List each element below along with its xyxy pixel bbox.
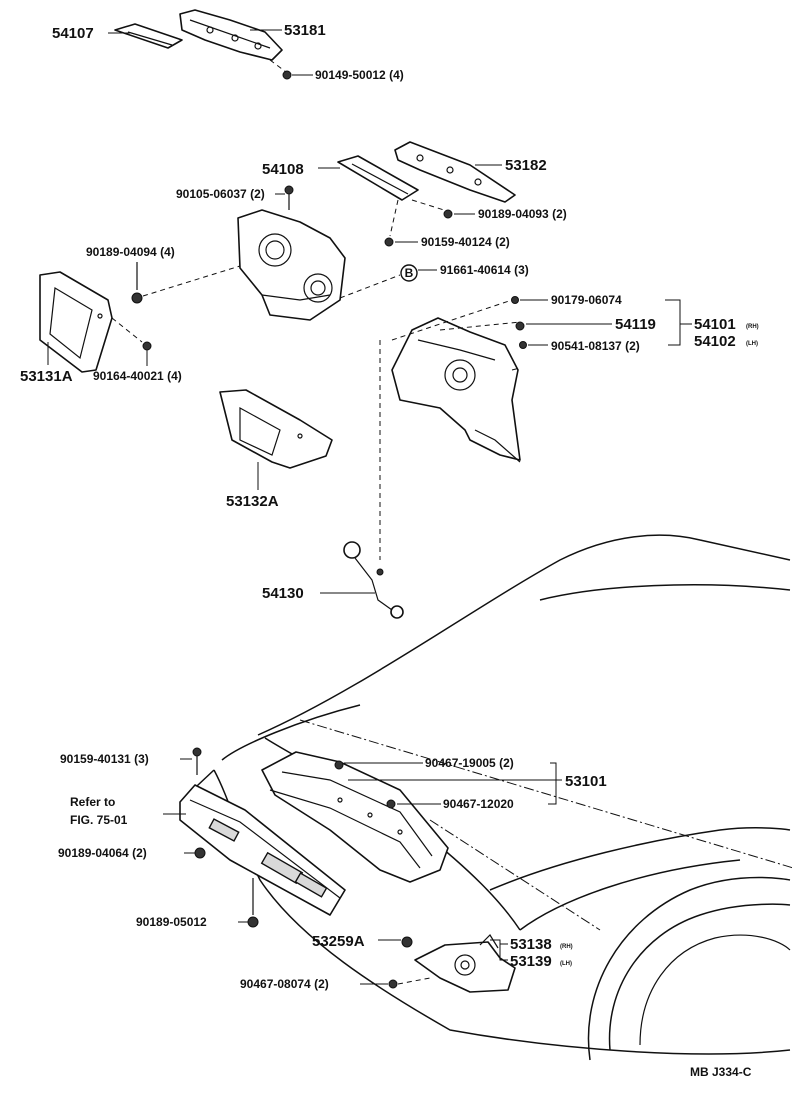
svg-text:B: B	[405, 266, 414, 280]
label-53138: 53138	[510, 936, 552, 953]
hood-lock-53138	[414, 934, 516, 993]
label-90164-40021: 90164-40021 (4)	[93, 369, 182, 383]
hood-seal-54107	[114, 23, 183, 49]
clip-90467-19005	[334, 760, 344, 770]
bolt-90164-40021	[142, 341, 152, 351]
label-90179-06074: 90179-06074	[551, 293, 622, 307]
footer-code: MB J334-C	[690, 1065, 752, 1079]
nut-90179-06074	[511, 296, 519, 304]
label-53132a: 53132A	[226, 493, 279, 510]
label-54101-suffix: (RH)	[746, 324, 759, 330]
label-54102-suffix: (LH)	[746, 341, 758, 347]
label-53181: 53181	[284, 22, 326, 39]
label-fig-75-01: FIG. 75-01	[70, 813, 128, 827]
label-90189-04064: 90189-04064 (2)	[58, 846, 147, 860]
label-90159-40131: 90159-40131 (3)	[60, 752, 149, 766]
headlamp-housing-center	[237, 209, 346, 321]
bolt-90159-40131	[192, 747, 202, 775]
nut-90189-04094	[131, 262, 143, 304]
radiator-support-53101	[261, 751, 449, 883]
label-layer: 54107 53181 90149-50012 (4) 54108 53182 …	[20, 22, 759, 1079]
nut-90189-04093	[443, 209, 453, 219]
label-54119: 54119	[615, 316, 656, 333]
bolt-90105-06037	[284, 185, 294, 210]
hood-seal-54108	[337, 155, 419, 201]
label-54101: 54101	[694, 316, 736, 333]
nut-90149-50012	[282, 70, 292, 80]
clip-90467-12020	[386, 799, 396, 809]
label-90189-05012: 90189-05012	[136, 915, 207, 929]
label-90467-19005: 90467-19005 (2)	[425, 756, 514, 770]
label-90467-08074: 90467-08074 (2)	[240, 977, 329, 991]
label-90189-04094: 90189-04094 (4)	[86, 245, 175, 259]
clip-90189-04064	[194, 847, 206, 859]
label-54130: 54130	[262, 585, 304, 602]
headlamp-cover-53182	[394, 141, 516, 203]
label-53259a: 53259A	[312, 933, 365, 950]
label-90149-50012: 90149-50012 (4)	[315, 68, 404, 82]
headlamp-assembly-54101	[391, 317, 521, 463]
headlamp-cover-53181	[179, 9, 283, 61]
label-91661-40614: 91661-40614 (3)	[440, 263, 529, 277]
front-grille	[179, 784, 346, 916]
marker-b: B	[400, 264, 418, 282]
label-90541-08137: 90541-08137 (2)	[551, 339, 640, 353]
label-53182: 53182	[505, 157, 547, 174]
label-53139-suffix: (LH)	[560, 961, 572, 967]
label-53139: 53139	[510, 953, 552, 970]
screw-54119	[515, 321, 525, 331]
label-53138-suffix: (RH)	[560, 944, 573, 950]
label-refer-to: Refer to	[70, 795, 115, 809]
label-54108: 54108	[262, 161, 304, 178]
bolt-90467-08074	[388, 979, 398, 989]
bolt-90159-40124	[384, 237, 394, 247]
bumper-53259a	[401, 936, 413, 948]
label-54102: 54102	[694, 333, 736, 350]
label-90467-12020: 90467-12020	[443, 797, 514, 811]
label-90105-06037: 90105-06037 (2)	[176, 187, 265, 201]
label-53101: 53101	[565, 773, 607, 790]
label-90189-04093: 90189-04093 (2)	[478, 207, 567, 221]
hood-lock-cable-54130	[343, 541, 404, 619]
headlamp-bracket-53132a	[219, 389, 333, 469]
label-53131a: 53131A	[20, 368, 73, 385]
nut-90189-05012	[247, 878, 259, 928]
headlamp-bracket-53131a	[39, 271, 113, 373]
label-90159-40124: 90159-40124 (2)	[421, 235, 510, 249]
grommet-90541-08137	[519, 341, 527, 349]
label-54107: 54107	[52, 25, 94, 42]
